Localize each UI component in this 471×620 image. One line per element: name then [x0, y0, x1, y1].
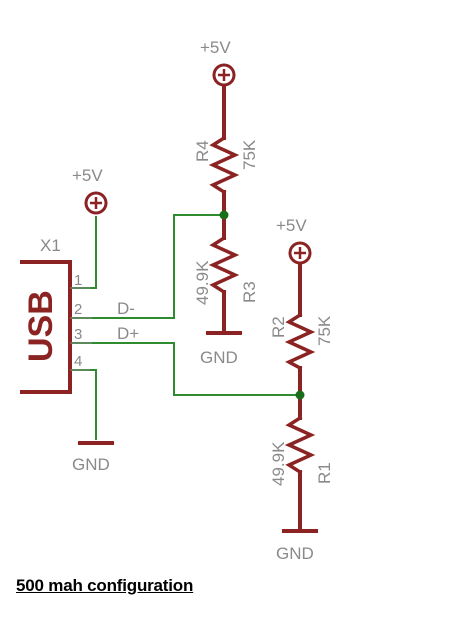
resistor-r2-zigzag [284, 312, 316, 371]
wire-pin4-to-gnd [70, 369, 97, 440]
pin-number-3: 3 [74, 326, 82, 343]
resistor-r3-zigzag [208, 235, 240, 295]
power-label-right: +5V [276, 216, 307, 235]
ground-label-right: GND [276, 544, 314, 563]
pin-number-1: 1 [74, 272, 82, 289]
power-symbol-left-circle [84, 191, 108, 215]
pin-number-4: 4 [74, 353, 82, 370]
power-label-left: +5V [72, 166, 103, 185]
plus-icon [90, 197, 102, 209]
plus-icon [294, 247, 306, 259]
resistor-r4-zigzag [208, 135, 240, 195]
resistor-r1-name: R1 [315, 462, 334, 484]
power-label-top: +5V [200, 38, 231, 57]
ground-label-left: GND [72, 455, 110, 474]
pin-stubs [70, 287, 92, 371]
resistor-r3-name: R3 [240, 281, 259, 303]
plus-icon [218, 69, 230, 81]
resistor-r4-name: R4 [193, 140, 212, 162]
junction-dot-node-a [219, 210, 229, 220]
net-label-dplus: D+ [117, 324, 139, 343]
usb-body-label: USB [22, 290, 60, 362]
caption: 500 mah configuration [16, 576, 194, 595]
ground-label-mid: GND [200, 348, 238, 367]
pin-number-2: 2 [74, 301, 82, 318]
net-label-dminus: D- [117, 299, 135, 318]
wires [70, 214, 300, 440]
wire-dminus-to-divider-a [70, 214, 224, 319]
power-plus-signs [90, 69, 306, 259]
resistor-r1-value: 49.9K [269, 441, 288, 486]
resistor-r2-name: R2 [269, 316, 288, 338]
usb-connector-body [20, 260, 72, 394]
resistor-r2-value: 75K [315, 315, 334, 346]
wire-dplus-to-divider-b [70, 342, 300, 396]
connector-ref-label: X1 [40, 236, 61, 255]
resistor-r1-zigzag [284, 415, 316, 475]
junction-dot-node-b [295, 390, 305, 400]
resistor-r4-value: 75K [240, 139, 259, 170]
resistor-r3-value: 49.9K [193, 260, 212, 305]
